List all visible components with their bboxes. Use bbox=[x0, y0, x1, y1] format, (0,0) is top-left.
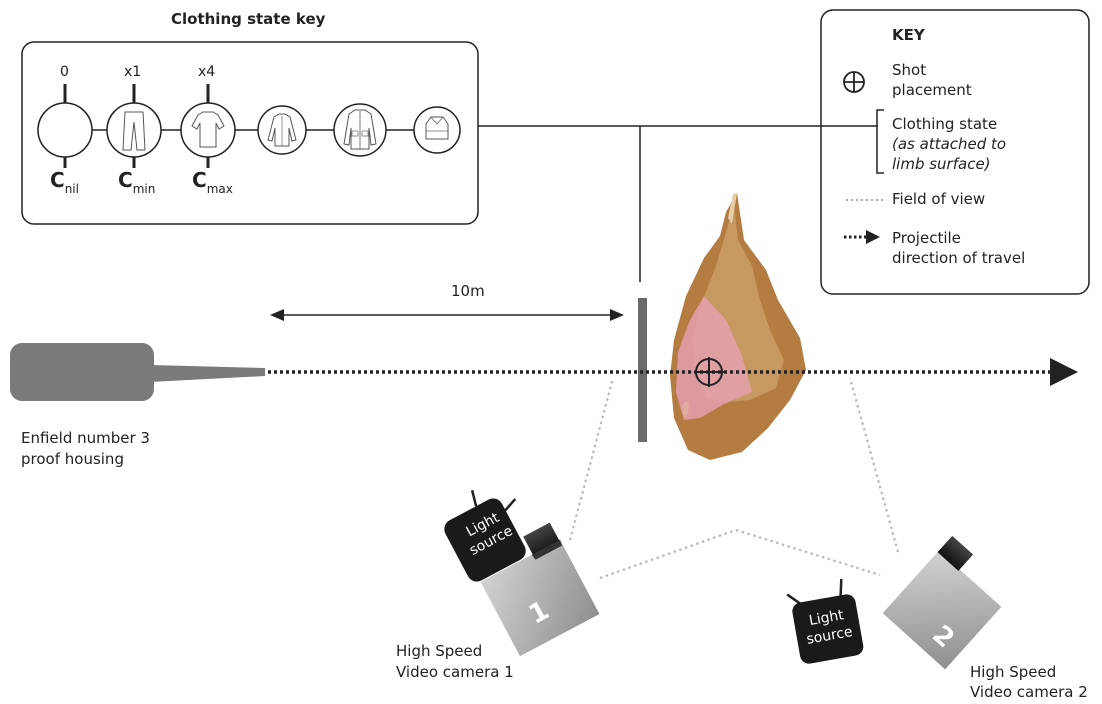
key-frame bbox=[820, 9, 1090, 295]
light-source-2 bbox=[786, 578, 864, 664]
state-label-x1: x1 bbox=[124, 64, 142, 80]
limb-target bbox=[670, 193, 806, 460]
shirt-icon bbox=[191, 111, 225, 148]
key-field-of-view: Field of view bbox=[892, 190, 986, 208]
clothing-state-armour bbox=[413, 106, 461, 154]
clothing-state-bracket-icon bbox=[876, 109, 884, 174]
key-legend bbox=[820, 9, 1090, 295]
video-camera-1 bbox=[480, 522, 600, 657]
c-min-label: Cmin bbox=[118, 168, 156, 196]
distance-arrow bbox=[270, 309, 624, 321]
state-label-0: 0 bbox=[60, 64, 69, 80]
clothing-key-frame bbox=[21, 41, 479, 225]
light-source-1 bbox=[444, 489, 526, 582]
clothing-barrier bbox=[638, 298, 647, 442]
enfield-proof-housing bbox=[10, 343, 265, 401]
clothing-state-nil bbox=[37, 84, 93, 168]
clothing-state-jacket bbox=[333, 103, 387, 157]
c-max-label: Cmax bbox=[192, 168, 233, 196]
crosshair-icon bbox=[843, 71, 865, 93]
trousers-icon bbox=[122, 111, 146, 151]
clothing-state-key bbox=[21, 41, 479, 225]
key-title: KEY bbox=[892, 26, 925, 44]
key-clothing-state: Clothing state (as attached to limb surf… bbox=[892, 115, 1007, 173]
projectile-arrow-icon bbox=[844, 230, 880, 244]
jacket-icon bbox=[343, 109, 377, 150]
video-camera-2 bbox=[882, 535, 1002, 670]
projectile-trajectory bbox=[268, 358, 1078, 386]
clothing-state-min bbox=[106, 84, 162, 168]
state-label-x4: x4 bbox=[198, 64, 216, 80]
long-sleeve-shirt-icon bbox=[267, 113, 297, 147]
limb-skin-patch bbox=[676, 296, 752, 420]
clothing-state-max bbox=[180, 84, 236, 168]
clothing-key-title: Clothing state key bbox=[171, 10, 326, 28]
distance-label: 10m bbox=[451, 282, 485, 300]
shot-placement-crosshair bbox=[694, 357, 724, 387]
clothing-state-shirt bbox=[257, 105, 307, 155]
field-of-view-lines bbox=[568, 377, 900, 580]
c-nil-label: Cnil bbox=[50, 168, 79, 196]
